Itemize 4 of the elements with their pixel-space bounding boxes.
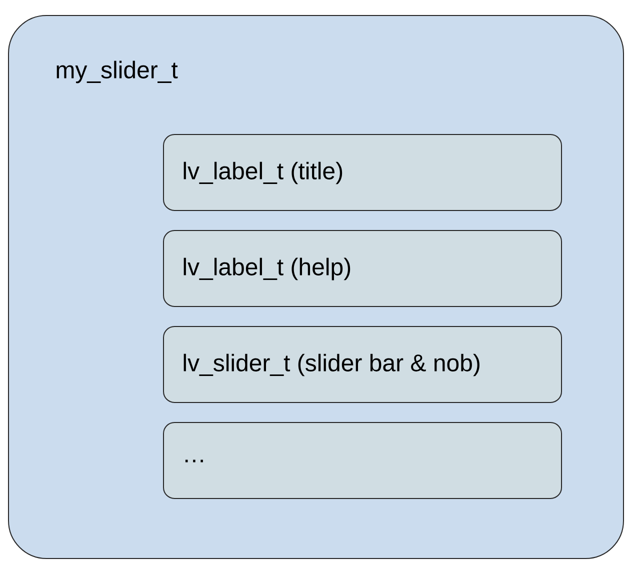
component-box: lv_slider_t (slider bar & nob) [163,326,562,403]
component-box: lv_label_t (title) [163,134,562,211]
component-box: … [163,422,562,499]
component-box: lv_label_t (help) [163,230,562,307]
